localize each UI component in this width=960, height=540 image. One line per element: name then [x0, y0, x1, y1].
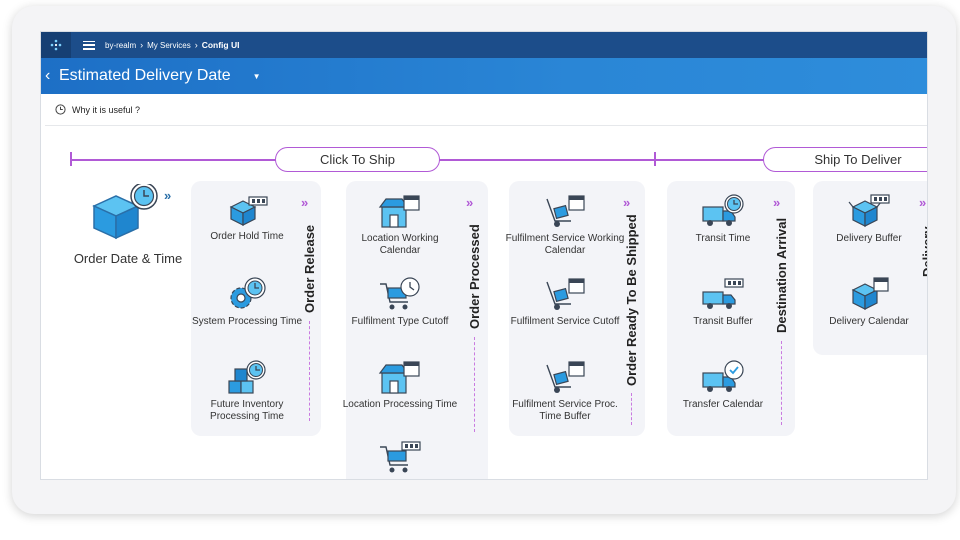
menu-icon[interactable]	[83, 40, 95, 50]
phase-click-to-ship: Click To Ship	[275, 147, 440, 172]
timeline-line	[71, 159, 927, 161]
milestone-label: Order Processed	[467, 224, 482, 329]
stage-column-order-release: Order Hold Time System Processing Time	[191, 181, 321, 436]
store-clock-icon	[378, 361, 420, 394]
milestone-order-processed: » Order Processed	[464, 181, 486, 479]
item-transit-buffer[interactable]: Transit Buffer	[663, 276, 783, 328]
box-buffer-icon	[229, 196, 268, 226]
item-delivery-calendar[interactable]: Delivery Calendar	[809, 276, 927, 328]
breadcrumb: by-realm › My Services › Config UI	[105, 40, 239, 50]
milestone-divider	[631, 393, 632, 425]
milestone-divider	[309, 321, 310, 421]
gear-clock-icon	[230, 277, 266, 309]
item-transit-time[interactable]: Transit Time	[663, 193, 783, 245]
double-chevron-right-icon: »	[773, 195, 780, 210]
clock-icon	[55, 104, 66, 115]
milestone-destination-arrival: » Destination Arrival	[771, 181, 793, 436]
item-label: Delivery Calendar	[829, 316, 909, 327]
item-label: Transit Buffer	[693, 316, 753, 327]
app-logo[interactable]	[41, 32, 71, 58]
dolly-timer-icon	[546, 278, 585, 310]
item-label: Transfer Calendar	[682, 399, 764, 410]
milestone-order-release: » Order Release	[299, 181, 321, 436]
truck-clock-icon	[702, 194, 744, 226]
item-future-inventory-processing-time[interactable]: Future Inventory Processing Time	[187, 359, 307, 423]
open-box-calendar-icon	[851, 277, 889, 310]
stage-column-destination-arrival: Transit Time Transit Buffer	[667, 181, 795, 436]
double-chevron-right-icon: »	[623, 195, 630, 210]
item-fulfilment-service-proc-time-buffer[interactable]: Fulfilment Service Proc. Time Buffer	[505, 359, 625, 423]
milestone-divider	[927, 285, 928, 345]
milestone-label: Order Ready To Be Shipped	[624, 214, 639, 386]
milestone-divider	[781, 341, 782, 425]
double-chevron-right-icon: »	[466, 195, 473, 210]
milestone-label: Destination Arrival	[774, 217, 789, 333]
breadcrumb-section[interactable]: My Services	[147, 40, 191, 50]
stage-column-order-ready: Fulfilment Service Working Calendar Fulf…	[506, 181, 645, 436]
item-location-working-calendar[interactable]: Location Working Calendar	[340, 193, 460, 257]
milestone-order-ready: » Order Ready To Be Shipped	[621, 181, 643, 436]
milestone-label: Order Release	[302, 224, 317, 313]
item-order-hold-time[interactable]: Order Hold Time	[187, 193, 307, 243]
item-location-processing-time[interactable]: Location Processing Time	[340, 359, 460, 411]
item-label: Fulfilment Type Cutoff	[351, 316, 449, 327]
item-label: System Processing Time	[191, 316, 303, 327]
top-navigation-bar: by-realm › My Services › Config UI	[41, 32, 927, 58]
dolly-buffer-icon	[546, 361, 585, 393]
caret-down-icon[interactable]: ▼	[252, 71, 261, 81]
breadcrumb-current: Config UI	[201, 40, 240, 50]
dolly-calendar-icon	[546, 195, 585, 227]
milestone-label: Delivery	[920, 226, 928, 277]
truck-check-icon	[702, 360, 744, 392]
double-chevron-right-icon: »	[301, 195, 308, 210]
truck-buffer-icon	[702, 278, 744, 309]
item-transfer-calendar[interactable]: Transfer Calendar	[663, 359, 783, 411]
origin-label: Order Date & Time	[73, 251, 183, 266]
milestone-divider	[474, 337, 475, 432]
origin-order-date: » Order Date & Time	[73, 182, 183, 266]
back-chevron-icon[interactable]: ‹	[45, 67, 51, 84]
why-useful-link[interactable]: Why it is useful ?	[72, 104, 141, 115]
sparkle-logo-icon	[50, 39, 62, 51]
timeline-tick	[654, 152, 656, 166]
item-label: Fulfilment Service Working Calendar	[505, 233, 625, 256]
item-label: Delivery Buffer	[836, 233, 902, 244]
double-chevron-right-icon: »	[919, 195, 926, 210]
open-box-buffer-icon	[848, 194, 890, 227]
item-label: Transit Time	[695, 233, 751, 244]
item-label: Future Inventory Processing Time	[210, 399, 284, 422]
cart-buffer-icon	[380, 441, 421, 473]
app-window: by-realm › My Services › Config UI ‹ Est…	[40, 31, 928, 480]
item-system-processing-time[interactable]: System Processing Time	[187, 276, 307, 328]
stage-column-delivery: Delivery Buffer Delivery Calendar » Deli…	[813, 181, 928, 355]
item-fulfilment-service-working-calendar[interactable]: Fulfilment Service Working Calendar	[505, 193, 625, 257]
chevron-right-icon: ›	[194, 40, 198, 50]
item-cart-buffer[interactable]	[340, 439, 460, 475]
page-header: ‹ Estimated Delivery Date ▼	[41, 58, 927, 94]
item-delivery-buffer[interactable]: Delivery Buffer	[809, 193, 927, 245]
stage-column-order-processed: Location Working Calendar Fulfilment Typ…	[343, 181, 488, 479]
milestone-delivery: » Delivery	[917, 181, 928, 355]
item-label: Fulfilment Service Cutoff	[510, 316, 620, 327]
store-calendar-icon	[378, 195, 420, 228]
help-bar: Why it is useful ?	[45, 94, 927, 126]
page-title: Estimated Delivery Date	[59, 67, 231, 84]
item-label: Location Working Calendar	[361, 233, 439, 256]
item-fulfilment-type-cutoff[interactable]: Fulfilment Type Cutoff	[340, 276, 460, 328]
svg-text:»: »	[164, 188, 171, 203]
box-clock-icon: »	[92, 182, 171, 240]
boxes-clock-icon	[228, 360, 266, 394]
item-label: Order Hold Time	[210, 231, 284, 242]
timeline-tick	[70, 152, 72, 166]
cart-timer-icon	[380, 277, 420, 310]
phase-ship-to-deliver: Ship To Deliver	[763, 147, 927, 172]
chevron-right-icon: ›	[140, 40, 144, 50]
breadcrumb-root[interactable]: by-realm	[105, 40, 137, 50]
timeline-content: Click To Ship Ship To Deliver » Order Da…	[41, 126, 928, 479]
item-label: Location Processing Time	[342, 399, 458, 410]
item-fulfilment-service-cutoff[interactable]: Fulfilment Service Cutoff	[505, 276, 625, 328]
item-label: Fulfilment Service Proc. Time Buffer	[512, 399, 618, 422]
